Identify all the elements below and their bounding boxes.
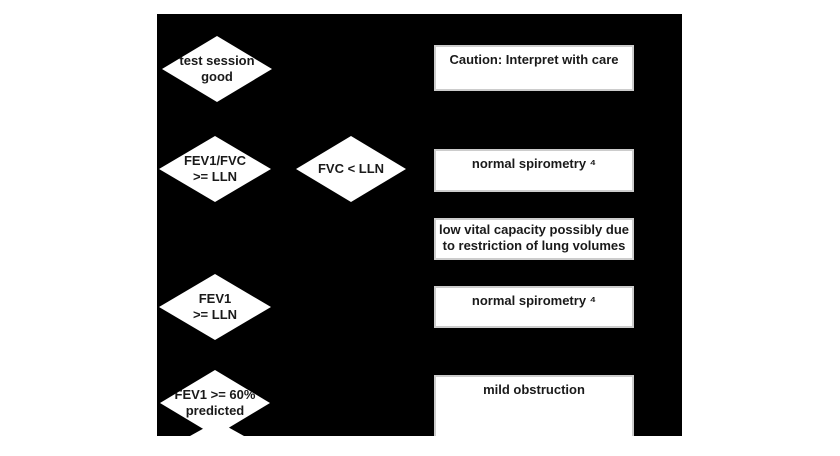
outcome-box-normal-spirometry-1: normal spirometry ⁴ (434, 149, 634, 192)
flowchart-canvas: test session good FEV1/FVC >= LLN FVC < … (157, 14, 682, 436)
outcome-label-line: normal spirometry ⁴ (471, 293, 597, 308)
outcome-label-line: mild obstruction (483, 382, 585, 397)
decision-label-line: >= LLN (192, 307, 238, 322)
decision-fev1-fvc-gte-lln: FEV1/FVC >= LLN (159, 136, 271, 202)
decision-label-line: FVC < LLN (317, 161, 385, 176)
outcome-label-line: low vital capacity possibly due (438, 222, 629, 237)
outcome-box-mild-obstruction: mild obstruction (434, 375, 634, 436)
decision-label-line: test session (179, 53, 255, 68)
outcome-box-caution: Caution: Interpret with care (434, 45, 634, 91)
decision-label-line: predicted (185, 403, 245, 418)
decision-label-line: FEV1 >= 60% (174, 387, 256, 402)
decision-label-line: FEV1/FVC (183, 153, 247, 168)
decision-test-session-good: test session good (162, 36, 272, 102)
decision-label-line: FEV1 (198, 291, 232, 306)
outcome-label-line: normal spirometry ⁴ (471, 156, 597, 171)
decision-label-line: >= LLN (192, 169, 238, 184)
outcome-box-low-vital-capacity: low vital capacity possibly due to restr… (434, 218, 634, 260)
decision-fev1-gte-lln: FEV1 >= LLN (159, 274, 271, 340)
outcome-box-normal-spirometry-2: normal spirometry ⁴ (434, 286, 634, 328)
outcome-label-line: Caution: Interpret with care (449, 52, 619, 67)
decision-label-line: good (201, 69, 233, 84)
outcome-label-line: to restriction of lung volumes (442, 238, 626, 253)
decision-fvc-lt-lln: FVC < LLN (296, 136, 406, 202)
